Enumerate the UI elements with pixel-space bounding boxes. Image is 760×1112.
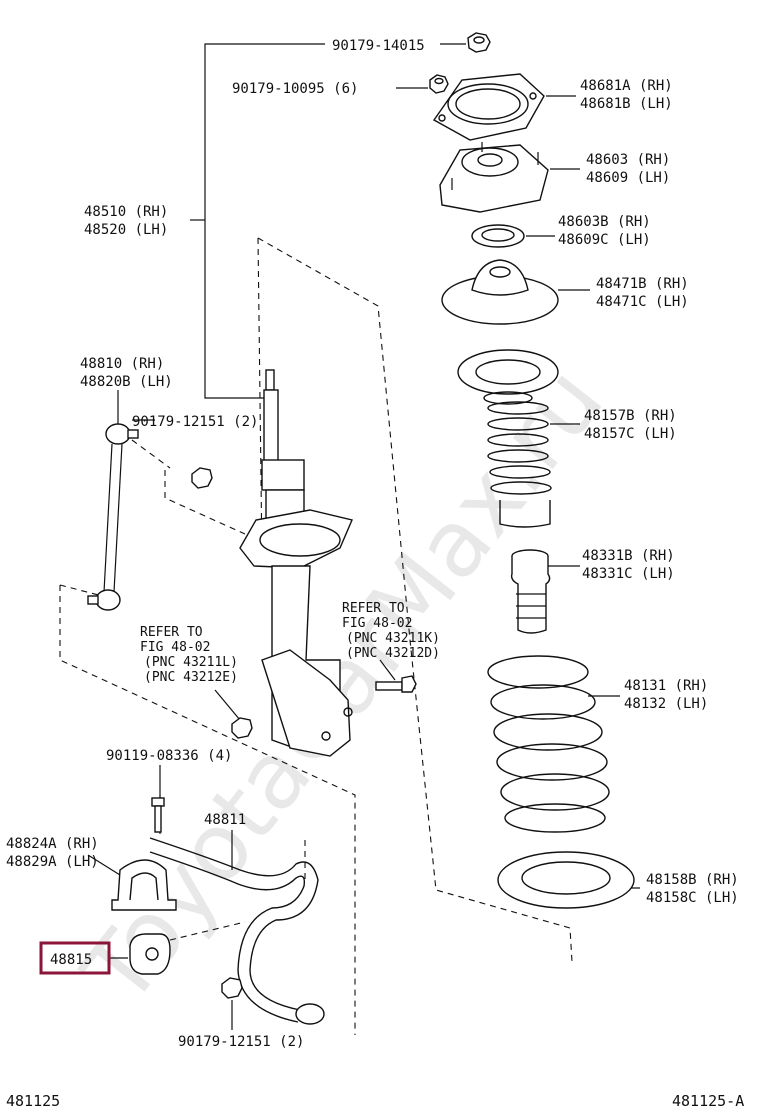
part-label-p13[interactable]: REFER TO FIG 48-02 (PNC 43211L) (PNC 432… bbox=[140, 625, 246, 685]
part-label-p16[interactable]: 48811 bbox=[204, 812, 246, 828]
nut-lower-icon bbox=[221, 977, 243, 999]
watermark: ToyotaCarMax.ru bbox=[62, 348, 623, 1025]
part-labels: 90179-14015 90179-10095 (6) 48681A (RH) … bbox=[6, 38, 747, 1050]
lower-insulator-icon bbox=[497, 851, 635, 909]
part-label-p2[interactable]: 90179-10095 (6) bbox=[232, 81, 358, 97]
part-label-p18[interactable]: 48815 bbox=[50, 952, 92, 968]
nut-link-icon bbox=[191, 467, 213, 489]
nut-top-icon bbox=[467, 32, 491, 53]
part-label-p12[interactable]: REFER TO FIG 48-02 (PNC 43211K) (PNC 432… bbox=[342, 601, 448, 661]
stabilizer-bushing-icon bbox=[129, 933, 171, 975]
nut-knuckle-icon bbox=[231, 717, 253, 739]
shock-absorber-icon bbox=[239, 369, 353, 757]
exploded-boundaries bbox=[59, 237, 573, 1035]
nut-mount-icon bbox=[429, 74, 449, 94]
stabilizer-link-icon bbox=[87, 423, 139, 611]
part-label-p1[interactable]: 90179-14015 bbox=[332, 38, 425, 54]
part-label-p17[interactable]: 48824A (RH) 48829A (LH) bbox=[6, 836, 107, 870]
bump-stopper-icon bbox=[510, 549, 551, 634]
leader-lines bbox=[87, 43, 640, 1030]
bushing-bracket-icon bbox=[111, 859, 177, 911]
footer-left-id: 481125 bbox=[6, 1092, 60, 1110]
bearing-ring-icon bbox=[471, 224, 525, 248]
bracket-bolt-icon bbox=[151, 797, 165, 833]
part-label-p10[interactable]: 48157B (RH) 48157C (LH) bbox=[584, 408, 685, 442]
part-label-p20[interactable]: 90179-12151 (2) bbox=[178, 1034, 304, 1050]
part-label-p6[interactable]: 48471B (RH) 48471C (LH) bbox=[596, 276, 697, 310]
part-label-p3[interactable]: 48681A (RH) 48681B (LH) bbox=[580, 78, 681, 112]
part-label-p14[interactable]: 48131 (RH) 48132 (LH) bbox=[624, 678, 717, 712]
dust-boot-icon bbox=[457, 349, 559, 528]
part-label-p5[interactable]: 48603B (RH) 48609C (LH) bbox=[558, 214, 659, 248]
part-label-p9[interactable]: 90179-12151 (2) bbox=[132, 414, 258, 430]
suspension-support-plate-icon bbox=[432, 73, 545, 141]
part-label-p8[interactable]: 48810 (RH) 48820B (LH) bbox=[80, 356, 173, 390]
part-label-p4[interactable]: 48603 (RH) 48609 (LH) bbox=[586, 152, 679, 186]
part-label-p7[interactable]: 48510 (RH) 48520 (LH) bbox=[84, 204, 177, 238]
coil-spring-icon bbox=[487, 655, 610, 833]
strut-mount-icon bbox=[439, 142, 549, 213]
highlight-box bbox=[39, 941, 111, 975]
part-label-p11[interactable]: 48331B (RH) 48331C (LH) bbox=[582, 548, 683, 582]
upper-spring-seat-icon bbox=[441, 259, 559, 325]
stabilizer-bar-icon bbox=[149, 837, 325, 1025]
part-label-p19[interactable]: 48158B (RH) 48158C (LH) bbox=[646, 872, 747, 906]
footer-right-id: 481125-A bbox=[672, 1092, 744, 1110]
part-label-p15[interactable]: 90119-08336 (4) bbox=[106, 748, 232, 764]
bolt-icon bbox=[375, 675, 417, 693]
